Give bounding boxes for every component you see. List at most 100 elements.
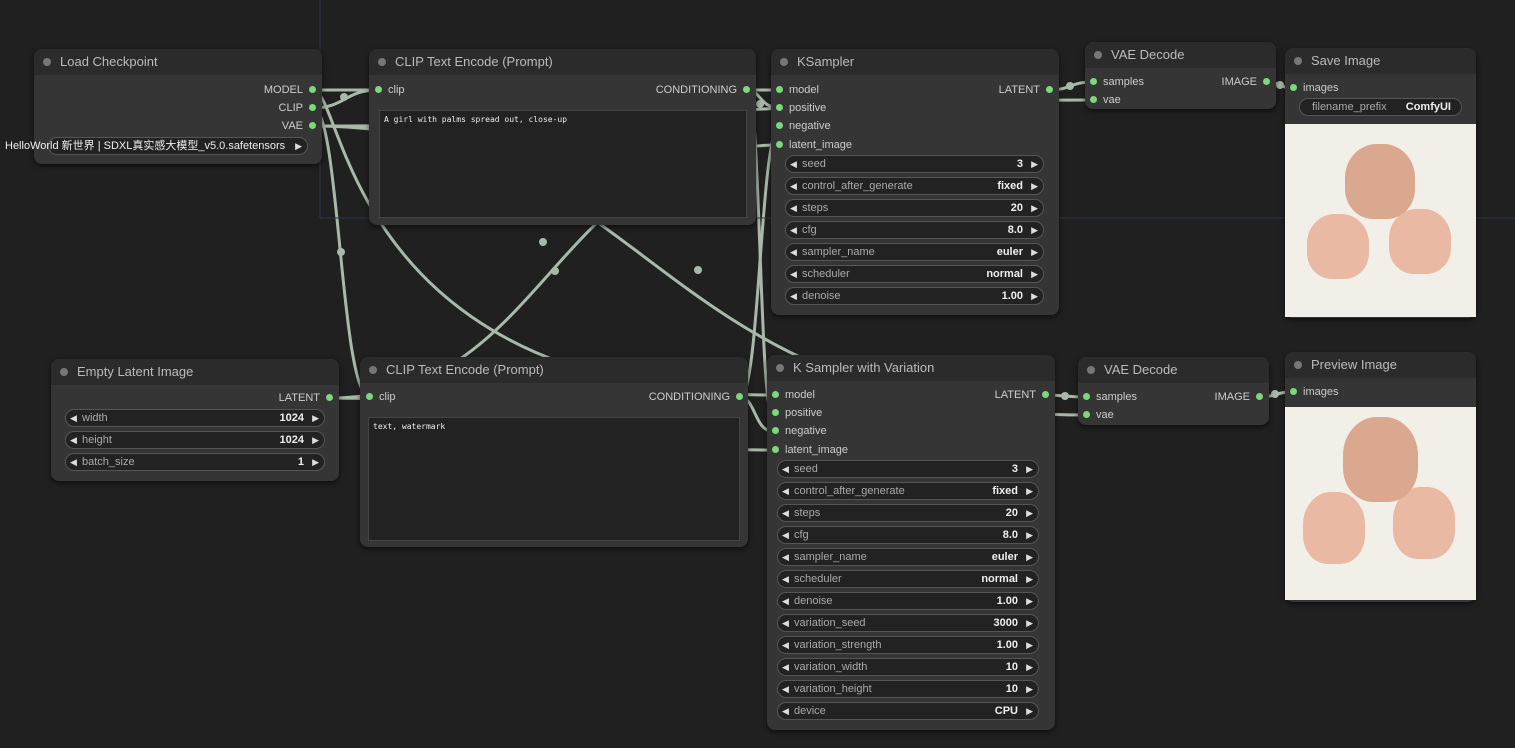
output-model[interactable]: MODEL <box>264 83 317 97</box>
arrow-left-icon[interactable]: ◀ <box>782 530 789 540</box>
arrow-left-icon[interactable]: ◀ <box>790 247 797 257</box>
output-conditioning[interactable]: CONDITIONING <box>649 390 744 404</box>
ckpt-name-combo[interactable]: HelloWorld 新世界 | SDXL真实感大模型_v5.0.safeten… <box>5 137 308 155</box>
arrow-left-icon[interactable]: ◀ <box>782 486 789 496</box>
arrow-right-icon[interactable]: ▶ <box>1026 618 1033 628</box>
input-model[interactable]: model <box>776 83 819 97</box>
input-model[interactable]: model <box>772 388 815 402</box>
input-latent-image[interactable]: latent_image <box>776 138 852 152</box>
node-title[interactable]: Preview Image <box>1285 352 1476 378</box>
node-title[interactable]: CLIP Text Encode (Prompt) <box>369 49 756 75</box>
node-title[interactable]: VAE Decode <box>1085 42 1276 68</box>
arrow-right-icon[interactable]: ▶ <box>1026 552 1033 562</box>
arrow-left-icon[interactable]: ◀ <box>782 464 789 474</box>
arrow-right-icon[interactable]: ▶ <box>1026 706 1033 716</box>
arrow-left-icon[interactable]: ◀ <box>782 618 789 628</box>
output-image[interactable]: IMAGE <box>1215 390 1264 404</box>
node-title[interactable]: K Sampler with Variation <box>767 355 1055 381</box>
node-title[interactable]: Save Image <box>1285 48 1476 74</box>
node-title[interactable]: Empty Latent Image <box>51 359 339 385</box>
input-clip[interactable]: clip <box>375 83 405 97</box>
node-load-checkpoint[interactable]: Load Checkpoint MODEL CLIP VAE HelloWorl… <box>5 49 322 164</box>
arrow-right-icon[interactable]: ▶ <box>312 457 319 467</box>
arrow-left-icon[interactable]: ◀ <box>782 552 789 562</box>
arrow-right-icon[interactable]: ▶ <box>1031 247 1038 257</box>
arrow-right-icon[interactable]: ▶ <box>1031 291 1038 301</box>
collapse-dot-icon[interactable] <box>1294 361 1302 369</box>
node-clip-text-encode-positive[interactable]: CLIP Text Encode (Prompt) clip CONDITION… <box>369 49 756 225</box>
arrow-left-icon[interactable]: ◀ <box>782 706 789 716</box>
filename-prefix-field[interactable]: filename_prefix ComfyUI <box>1299 98 1462 116</box>
input-clip[interactable]: clip <box>366 390 396 404</box>
arrow-right-icon[interactable]: ▶ <box>1026 662 1033 672</box>
arrow-left-icon[interactable]: ◀ <box>70 435 77 445</box>
node-title[interactable]: KSampler <box>771 49 1059 75</box>
preview-image-thumbnail[interactable] <box>1285 407 1476 600</box>
arrow-left-icon[interactable]: ◀ <box>70 457 77 467</box>
generated-image-thumbnail[interactable] <box>1285 124 1476 317</box>
input-images[interactable]: images <box>1290 385 1338 399</box>
output-latent[interactable]: LATENT <box>279 391 334 405</box>
arrow-left-icon[interactable]: ◀ <box>790 269 797 279</box>
collapse-dot-icon[interactable] <box>60 368 68 376</box>
arrow-right-icon[interactable]: ▶ <box>312 435 319 445</box>
node-title[interactable]: VAE Decode <box>1078 357 1269 383</box>
arrow-right-icon[interactable]: ▶ <box>312 413 319 423</box>
input-samples[interactable]: samples <box>1083 390 1137 404</box>
node-ksampler-with-variation[interactable]: K Sampler with Variation model positive … <box>767 355 1055 730</box>
arrow-left-icon[interactable]: ◀ <box>782 508 789 518</box>
output-latent[interactable]: LATENT <box>995 388 1050 402</box>
collapse-dot-icon[interactable] <box>43 58 51 66</box>
arrow-left-icon[interactable]: ◀ <box>790 291 797 301</box>
node-preview-image[interactable]: Preview Image images <box>1285 352 1476 602</box>
input-negative[interactable]: negative <box>772 424 827 438</box>
arrow-left-icon[interactable]: ◀ <box>782 574 789 584</box>
arrow-right-icon[interactable]: ▶ <box>1026 486 1033 496</box>
arrow-right-icon[interactable]: ▶ <box>1026 508 1033 518</box>
collapse-dot-icon[interactable] <box>369 366 377 374</box>
input-vae[interactable]: vae <box>1083 408 1114 422</box>
input-samples[interactable]: samples <box>1090 75 1144 89</box>
arrow-left-icon[interactable]: ◀ <box>782 662 789 672</box>
arrow-right-icon[interactable]: ▶ <box>1031 159 1038 169</box>
arrow-right-icon[interactable]: ▶ <box>1026 530 1033 540</box>
prompt-textarea[interactable]: text, watermark <box>368 417 740 541</box>
collapse-dot-icon[interactable] <box>378 58 386 66</box>
arrow-left-icon[interactable]: ◀ <box>70 413 77 423</box>
collapse-dot-icon[interactable] <box>1294 57 1302 65</box>
arrow-right-icon[interactable]: ▶ <box>1026 640 1033 650</box>
arrow-left-icon[interactable]: ◀ <box>790 181 797 191</box>
node-clip-text-encode-negative[interactable]: CLIP Text Encode (Prompt) clip CONDITION… <box>360 357 748 547</box>
collapse-dot-icon[interactable] <box>1094 51 1102 59</box>
input-vae[interactable]: vae <box>1090 93 1121 107</box>
output-image[interactable]: IMAGE <box>1222 75 1271 89</box>
arrow-right-icon[interactable]: ▶ <box>1031 269 1038 279</box>
input-images[interactable]: images <box>1290 81 1338 95</box>
arrow-right-icon[interactable]: ▶ <box>1026 464 1033 474</box>
arrow-left-icon[interactable]: ◀ <box>782 596 789 606</box>
node-vae-decode-2[interactable]: VAE Decode samples vae IMAGE <box>1078 357 1269 425</box>
arrow-right-icon[interactable]: ▶ <box>1026 596 1033 606</box>
output-clip[interactable]: CLIP <box>279 101 317 115</box>
input-latent-image[interactable]: latent_image <box>772 443 848 457</box>
collapse-dot-icon[interactable] <box>776 364 784 372</box>
